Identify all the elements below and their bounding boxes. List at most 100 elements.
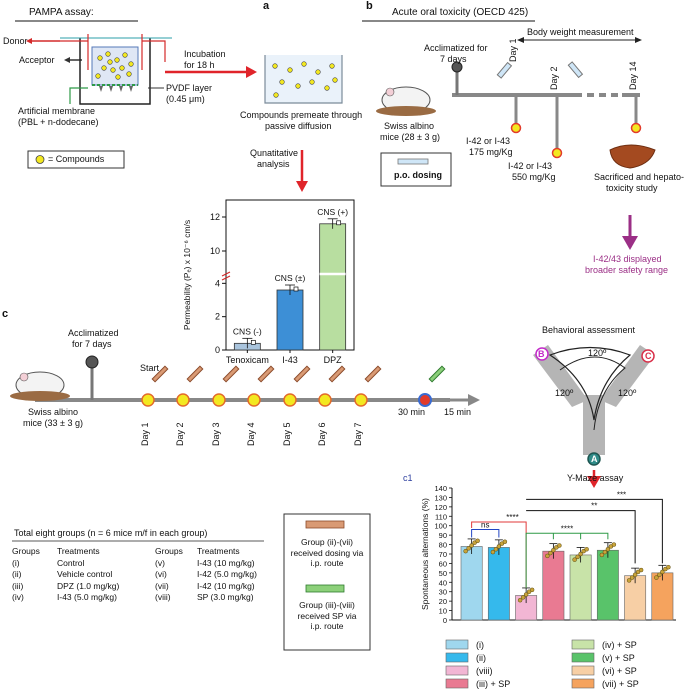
box2-line2: received SP via xyxy=(297,610,357,621)
y-tick-label: 60 xyxy=(439,559,447,568)
y-tick-label: 2 xyxy=(215,312,220,322)
mouse-bedding-c xyxy=(10,391,70,401)
day-3-label: Day 3 xyxy=(211,422,221,446)
y-tick-label: 0 xyxy=(215,345,220,355)
quant-label-2: analysis xyxy=(257,159,290,169)
day2-label: Day 2 xyxy=(549,66,559,90)
data-point xyxy=(578,551,583,557)
data-point xyxy=(605,547,611,552)
treatments-header: Treatments xyxy=(57,546,100,556)
day-5-label: Day 5 xyxy=(282,422,292,446)
y-axis-label: Spontaneous alternations (%) xyxy=(420,498,430,610)
y-maze-icon xyxy=(533,345,655,455)
mouse-bedding xyxy=(376,106,436,116)
data-point xyxy=(632,572,638,577)
sig-label: **** xyxy=(506,513,518,522)
incubation-time-label: for 18 h xyxy=(184,60,215,70)
ymaze-label: Y-Maze assay xyxy=(567,473,624,483)
data-point xyxy=(523,592,529,597)
acclim-pin xyxy=(451,61,463,73)
bar xyxy=(569,554,592,621)
membrane-pointer xyxy=(69,87,88,104)
data-point xyxy=(336,220,342,226)
mice-b-weight-label: mice (28 ± 3 g) xyxy=(380,132,440,142)
data-point xyxy=(602,549,608,555)
panel-b-letter: b xyxy=(366,0,373,12)
y-tick-label: 30 xyxy=(439,588,447,597)
bar-label: CNS (+) xyxy=(317,207,348,217)
data-point xyxy=(466,546,471,551)
bar xyxy=(487,547,510,621)
legend-label: (v) + SP xyxy=(602,653,635,663)
data-point xyxy=(611,542,617,547)
data-point xyxy=(529,587,535,593)
legend-swatch xyxy=(571,639,595,650)
injection-syringes xyxy=(151,365,446,383)
treatments-header: Treatments xyxy=(197,546,240,556)
bar xyxy=(319,223,347,351)
group-treatment: I-43 (10 mg/kg) xyxy=(197,557,255,568)
sacrifice-label-2: toxicity study xyxy=(606,183,658,193)
box1-line3: i.p. route xyxy=(310,558,344,568)
group-id: (i) xyxy=(12,557,20,568)
box2-line1: Group (iii)-(viii) xyxy=(299,600,355,610)
data-point xyxy=(496,544,502,549)
legend-swatch xyxy=(445,678,469,689)
legend-label: (viii) xyxy=(476,666,493,676)
box1-line1: Group (ii)-(vii) xyxy=(301,537,353,547)
mice-c-label: Swiss albino xyxy=(28,407,79,417)
bar xyxy=(460,546,483,621)
data-point xyxy=(572,557,577,562)
legend-swatch xyxy=(445,665,469,676)
bar-label: CNS (-) xyxy=(233,326,262,336)
c-acclim-pin xyxy=(85,355,99,369)
group-treatment: Control xyxy=(57,557,85,568)
acceptor-after-well xyxy=(264,55,343,104)
data-point xyxy=(666,564,671,570)
acceptor-compounds xyxy=(272,61,338,98)
day-7-label: Day 7 xyxy=(353,422,363,446)
arm-a-label: A xyxy=(591,454,598,464)
arm-b-label: B xyxy=(538,349,545,359)
arm-c-label: C xyxy=(645,351,652,361)
dosing-info-text-1: Group (ii)-(vii) received dosing via i.p… xyxy=(286,537,368,569)
day-6-label: Day 6 xyxy=(317,422,327,446)
group-treatment: Vehicle control xyxy=(57,569,113,579)
quant-label: Qunatitative xyxy=(250,148,299,158)
syringe-icon xyxy=(496,61,584,79)
c-acclim-days-label: for 7 days xyxy=(72,339,112,349)
legend-swatch xyxy=(571,652,595,663)
sig-bracket-green xyxy=(525,532,609,588)
y-tick-label: 4 xyxy=(215,278,220,288)
sig-label: *** xyxy=(617,490,626,499)
po-syringe-icon xyxy=(397,158,429,165)
y-tick-label: 50 xyxy=(439,569,447,578)
mice-c-weight-label: mice (33 ± 3 g) xyxy=(23,418,83,428)
acceptor-arrowhead xyxy=(64,57,70,63)
day-1-label: Day 1 xyxy=(140,422,150,446)
legend-label: (iv) + SP xyxy=(602,640,637,650)
day-2-label: Day 2 xyxy=(175,422,185,446)
data-point xyxy=(629,575,635,580)
box2-line3: i.p. route xyxy=(310,621,344,631)
y-tick-label: 120 xyxy=(434,503,447,512)
data-point xyxy=(548,550,553,556)
c-acclim-label: Acclimatized xyxy=(68,328,119,338)
data-point xyxy=(660,569,665,575)
y-tick-label: 10 xyxy=(210,246,220,256)
y-tick-label: 80 xyxy=(439,541,447,550)
sp-syringe-icon xyxy=(305,584,345,593)
behavior-timeline-arrowhead xyxy=(468,394,480,406)
donor-walls xyxy=(87,34,143,70)
membrane-composition-label: (PBL + n-dodecane) xyxy=(18,117,99,127)
day14-label: Day 14 xyxy=(628,61,638,90)
day-markers xyxy=(141,393,368,407)
permeate-label: Compounds premeate through xyxy=(240,110,363,120)
acclim-label: Acclimatized for xyxy=(424,43,488,53)
sig-label: **** xyxy=(561,524,573,533)
legend-label: (i) xyxy=(476,640,484,650)
group-treatment: I-42 (5.0 mg/kg) xyxy=(197,569,257,579)
mice-b-label: Swiss albino xyxy=(384,121,435,131)
groups-header: Groups xyxy=(12,546,40,556)
